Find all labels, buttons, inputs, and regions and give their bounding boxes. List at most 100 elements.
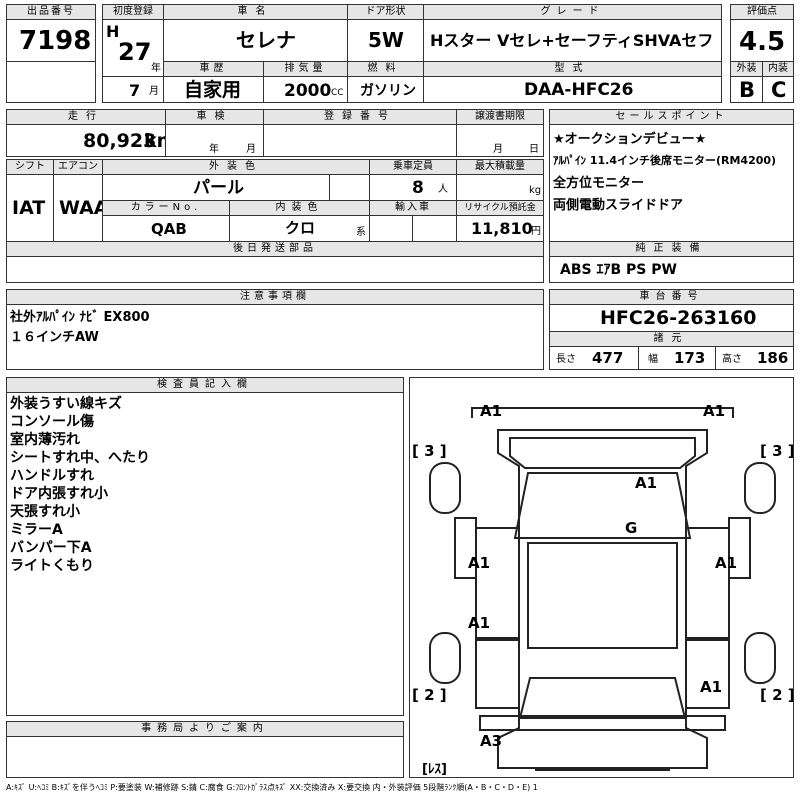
inspector-note-8: ミラーA bbox=[10, 522, 63, 538]
inspector-note-2: コンソール傷 bbox=[10, 414, 94, 430]
inspector-note-3: 室内薄汚れ bbox=[10, 432, 80, 448]
insp-year-unit: 年 bbox=[209, 144, 219, 155]
width-label: 幅 bbox=[648, 354, 658, 365]
fuel-header: 燃料 bbox=[347, 61, 424, 77]
inspector-header: 検査員記入欄 bbox=[6, 377, 404, 393]
fuel: ガソリン bbox=[360, 83, 416, 99]
car-name-cell: セレナ bbox=[163, 19, 348, 62]
reg-year: 27 bbox=[118, 38, 152, 66]
tire-rear-right bbox=[744, 632, 776, 684]
interior-suffix: 系 bbox=[356, 227, 366, 238]
interior-header: 内装 bbox=[762, 61, 794, 77]
height-label: 高さ bbox=[722, 354, 742, 365]
import-header: 輸入車 bbox=[369, 200, 457, 216]
inspector-note-7: 天張すれ小 bbox=[10, 504, 80, 520]
color-no-cell: QAB bbox=[102, 215, 230, 242]
grade-cell: Hスター Vセレ+セーフティSHVAセフ bbox=[423, 19, 722, 62]
width: 173 bbox=[674, 349, 706, 367]
color-no: QAB bbox=[151, 220, 187, 238]
lot-no-header: 出品番号 bbox=[6, 4, 96, 20]
chassis-header: 車台番号 bbox=[549, 289, 794, 305]
km-unit: km bbox=[144, 130, 165, 152]
mark-front-left: A1 bbox=[480, 402, 502, 420]
year-unit: 年 bbox=[151, 63, 161, 74]
body-outline bbox=[497, 429, 708, 769]
inspector-note-9: バンパー下A bbox=[10, 540, 92, 556]
exterior-rank: B bbox=[739, 78, 756, 102]
grade-header: グレード bbox=[423, 4, 722, 20]
first-reg-cell: H 27 年 bbox=[102, 19, 164, 77]
rear-bumper-shape bbox=[479, 715, 726, 731]
inspector-note-1: 外装うすい線キズ bbox=[10, 396, 122, 412]
sales-point-2: ｱﾙﾊﾟｲﾝ 11.4インチ後席モニター(RM4200) bbox=[553, 154, 777, 167]
import-cell bbox=[369, 215, 457, 242]
shift-header: シフト bbox=[6, 159, 54, 175]
inspection-cell: 年 月 bbox=[165, 124, 264, 157]
fuel-cell: ガソリン bbox=[347, 76, 424, 103]
history-header: 車歴 bbox=[163, 61, 264, 77]
transfer-cell: 月 日 bbox=[456, 124, 544, 157]
lot-no: 7198 bbox=[19, 26, 92, 56]
tire-front-left bbox=[429, 462, 461, 514]
import-divider bbox=[412, 216, 413, 241]
note-2: １６インチAW bbox=[10, 330, 99, 345]
recycle-cell: 11,810 円 bbox=[456, 215, 544, 242]
notes-header: 注意事項欄 bbox=[6, 289, 544, 305]
height: 186 bbox=[757, 349, 789, 367]
interior-color-header: 内装色 bbox=[229, 200, 370, 216]
grade: Hスター Vセレ+セーフティSHVAセフ bbox=[430, 31, 714, 50]
model-cell: DAA-HFC26 bbox=[423, 76, 722, 103]
notes-cell: 社外ｱﾙﾊﾟｲﾝ ﾅﾋﾞ EX800 １６インチAW bbox=[6, 304, 544, 370]
mark-hood: A1 bbox=[635, 474, 657, 492]
reg-month-cell: 7 月 bbox=[102, 76, 164, 103]
legend: A:ｷｽﾞ U:ﾍｺﾐ B:ｷｽﾞを伴うﾍｺﾐ P:要塗装 W:補修跡 S:錆 … bbox=[6, 783, 538, 792]
right-front-door bbox=[685, 527, 730, 639]
door-type: 5W bbox=[368, 28, 404, 52]
shift: IAT bbox=[12, 197, 46, 219]
model-header: 型式 bbox=[423, 61, 722, 77]
car-name-header: 車名 bbox=[163, 4, 348, 20]
shift-cell: IAT bbox=[6, 174, 54, 242]
inspection-header: 車検 bbox=[165, 109, 264, 125]
sales-point-3: 全方位モニター bbox=[553, 176, 645, 191]
lot-no-lower bbox=[6, 61, 96, 103]
tire-rear-left bbox=[429, 632, 461, 684]
reg-no-cell bbox=[263, 124, 457, 157]
car-diagram-svg: A1 A1 [ 3 ] [ 3 ] A1 G A1 A1 A1 A1 [ 2 ]… bbox=[412, 402, 793, 777]
dims-header: 諸元 bbox=[549, 331, 794, 347]
mark-front-door-right: A1 bbox=[715, 554, 737, 572]
mark-rear-quarter-right: A1 bbox=[700, 678, 722, 696]
insp-month-unit: 月 bbox=[246, 144, 256, 155]
color-header: 外装色 bbox=[102, 159, 370, 175]
equipment-header: 純正装備 bbox=[549, 241, 794, 257]
recycle: 11,810 bbox=[471, 219, 533, 238]
roof-panel bbox=[527, 542, 678, 649]
mark-front-door-left: A1 bbox=[468, 554, 490, 572]
rear-window bbox=[518, 677, 687, 719]
aircon-header: エアコン bbox=[53, 159, 103, 175]
tire-front-right bbox=[744, 462, 776, 514]
dims-div-1 bbox=[638, 347, 639, 369]
interior-rank: C bbox=[771, 78, 787, 102]
capacity: 8 bbox=[412, 178, 424, 198]
month-unit: 月 bbox=[149, 86, 159, 97]
exterior-cell: B bbox=[730, 76, 763, 103]
mark-front-right: A1 bbox=[703, 402, 725, 420]
color: パール bbox=[193, 178, 244, 198]
inspector-note-10: ライトくもり bbox=[10, 558, 94, 574]
sales-point-1: ★オークションデビュー★ bbox=[553, 132, 707, 147]
mark-tire-rl: [ 2 ] bbox=[412, 686, 447, 704]
length-label: 長さ bbox=[556, 354, 576, 365]
aircon: WAA bbox=[59, 197, 102, 219]
max-load-unit: kg bbox=[529, 185, 542, 196]
score: 4.5 bbox=[739, 27, 786, 57]
office-cell bbox=[6, 736, 404, 778]
door-cell: 5W bbox=[347, 19, 424, 62]
car-name: セレナ bbox=[236, 28, 296, 52]
note-1: 社外ｱﾙﾊﾟｲﾝ ﾅﾋﾞ EX800 bbox=[10, 310, 150, 325]
sales-point-cell: ★オークションデビュー★ ｱﾙﾊﾟｲﾝ 11.4インチ後席モニター(RM4200… bbox=[549, 124, 794, 242]
max-load-header: 最大積載量 bbox=[456, 159, 544, 175]
aircon-cell: WAA bbox=[53, 174, 103, 242]
history: 自家用 bbox=[184, 79, 242, 101]
displacement-cell: 2000 CC bbox=[263, 76, 348, 103]
